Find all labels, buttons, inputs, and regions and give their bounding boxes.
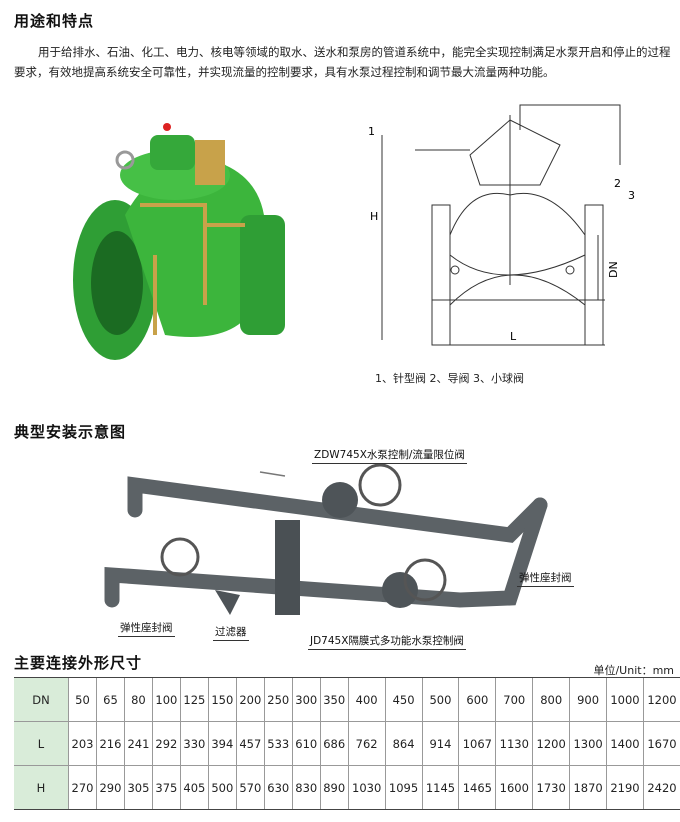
table-cell: 405 [179,765,209,810]
label-dn: DN [607,261,620,278]
table-cell: 1300 [569,721,607,766]
valve-section-drawing: 1 2 3 H L DN [368,104,635,346]
table-cell: 1200 [532,721,570,766]
table-cell: 400 [347,677,386,722]
table-cell: 800 [532,677,570,722]
table-cell: 125 [179,677,209,722]
table-cell: 150 [207,677,237,722]
table-cell: 864 [384,721,422,766]
table-cell: 250 [263,677,293,722]
unit-label: 单位/Unit：mm [593,664,674,677]
table-cell: 290 [95,765,125,810]
table-cell: 1670 [642,721,680,766]
table-cell: 533 [263,721,293,766]
table-cell: 350 [319,677,349,722]
table-cell: 1200 [642,677,680,722]
table-cell: 1600 [495,765,533,810]
label-top-valve: ZDW745X水泵控制/流量限位阀 [312,447,467,464]
table-cell: 300 [291,677,321,722]
table-cell: 2190 [606,765,644,810]
table-cell: 500 [421,677,459,722]
table-cell: 500 [207,765,237,810]
valve-photo [73,123,285,360]
table-cell: 900 [569,677,607,722]
table-cell: 570 [235,765,265,810]
table-cell: 610 [291,721,321,766]
label-seal-valve-left: 弹性座封阀 [118,620,175,637]
table-cell: 330 [179,721,209,766]
row-header: DN [14,677,69,722]
table-cell: 305 [123,765,153,810]
row-header: L [14,721,69,766]
table-cell: 1067 [458,721,496,766]
table-cell: 200 [235,677,265,722]
table-cell: 890 [319,765,349,810]
label-1: 1 [368,125,375,138]
table-cell: 1130 [495,721,533,766]
table-cell: 1030 [347,765,386,810]
table-cell: 216 [95,721,125,766]
usage-paragraph: 用于给排水、石油、化工、电力、核电等领域的取水、送水和泵房的管道系统中，能完全实… [14,45,671,79]
table-cell: 686 [319,721,349,766]
section-title-usage: 用途和特点 [14,12,95,30]
label-2: 2 [614,177,621,190]
table-cell: 2420 [642,765,680,810]
label-filter: 过滤器 [213,624,249,641]
table-cell: 100 [151,677,181,722]
row-header: H [14,765,69,810]
table-cell: 450 [384,677,422,722]
installation-diagram [104,463,548,615]
table-cell: 65 [95,677,125,722]
section-title-installation: 典型安装示意图 [14,423,127,441]
table-cell: 80 [123,677,153,722]
table-cell: 50 [68,677,97,722]
table-cell: 270 [68,765,97,810]
section-title-dimensions: 主要连接外形尺寸 [14,654,143,672]
table-cell: 630 [263,765,293,810]
table-cell: 1870 [569,765,607,810]
label-l: L [510,330,517,343]
table-cell: 600 [458,677,496,722]
table-cell: 1400 [606,721,644,766]
table-cell: 457 [235,721,265,766]
label-h: H [370,210,378,223]
label-seal-valve-right: 弹性座封阀 [517,570,574,587]
table-cell: 1730 [532,765,570,810]
table-cell: 700 [495,677,533,722]
table-cell: 1465 [458,765,496,810]
table-cell: 292 [151,721,181,766]
table-cell: 203 [68,721,97,766]
table-cell: 394 [207,721,237,766]
table-cell: 762 [347,721,386,766]
table-cell: 1000 [606,677,644,722]
label-3: 3 [628,189,635,202]
table-cell: 1095 [384,765,422,810]
drawing-caption: 1、针型阀 2、导阀 3、小球阀 [375,372,524,385]
table-cell: 241 [123,721,153,766]
table-cell: 914 [421,721,459,766]
table-cell: 830 [291,765,321,810]
label-bottom-valve: JD745X隔膜式多功能水泵控制阀 [308,633,466,650]
table-cell: 375 [151,765,181,810]
table-cell: 1145 [421,765,459,810]
